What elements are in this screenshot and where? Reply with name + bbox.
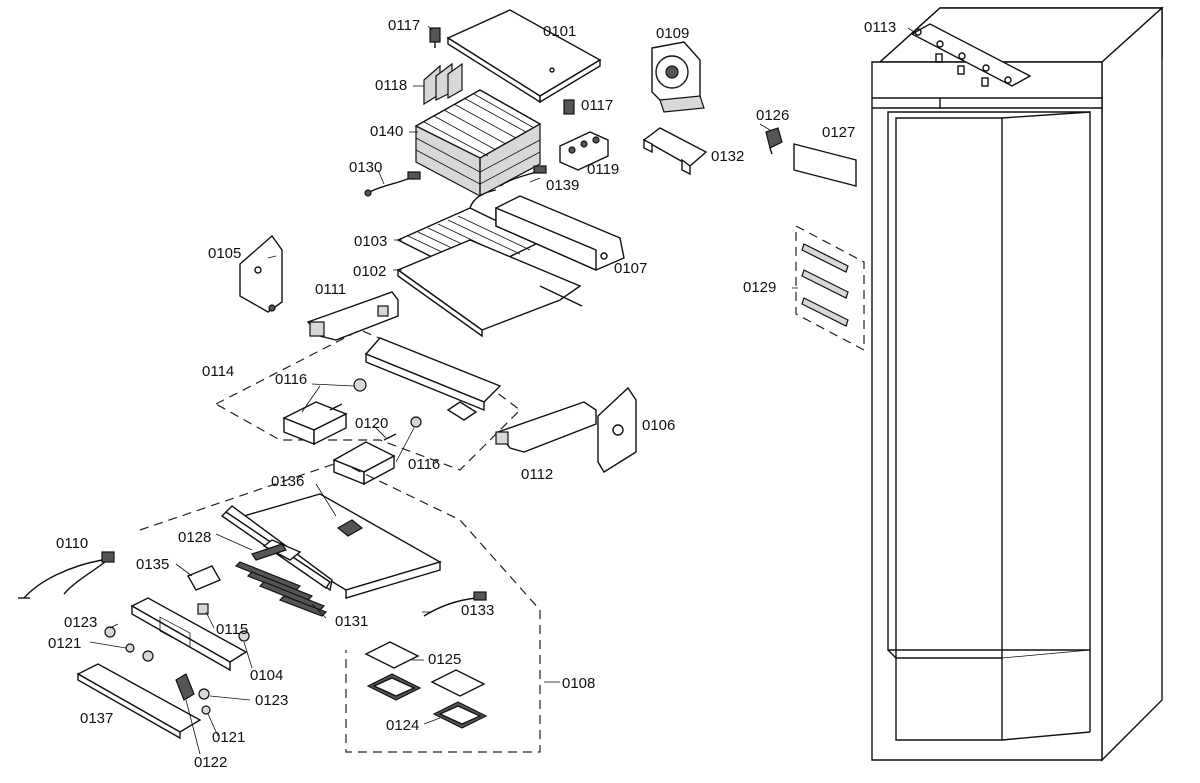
part-label: 0110 [56,535,88,552]
part-label: 0129 [743,279,776,296]
part-label: 0106 [642,417,675,434]
part-label: 0105 [208,245,241,262]
part-label: 0116 [408,456,440,473]
drip-tray [396,239,583,338]
lower-right-rail [495,401,597,453]
part-label: 0114 [202,363,234,380]
terminal-block [559,131,609,171]
part-label: 0123 [255,692,288,709]
part-label: 0108 [562,675,595,692]
part-label: 0121 [212,729,245,746]
part-label: 0117 [581,97,613,114]
leader-lines [89,25,915,755]
part-labels: 0117 0101 0109 0113 0118 0117 0140 0126 … [48,17,896,771]
part-label: 0133 [461,602,494,619]
control-housing-group [214,329,521,486]
part-label: 0103 [354,233,387,250]
part-label: 0107 [614,260,647,277]
part-label: 0119 [587,161,619,178]
part-label: 0117 [388,17,420,34]
part-label: 0131 [335,613,368,630]
part-label: 0102 [353,263,386,280]
heater-clip [423,62,463,106]
part-label: 0130 [349,159,382,176]
sensor-wire-left [364,171,421,197]
part-label: 0116 [275,371,307,388]
part-label: 0122 [194,754,227,771]
screw-top [429,27,441,48]
part-label: 0111 [315,281,346,298]
part-label: 0101 [543,23,576,40]
part-label: 0128 [178,529,211,546]
door-clip [765,127,783,155]
part-label: 0135 [136,556,169,573]
part-label: 0139 [546,177,579,194]
part-label: 0118 [375,77,407,94]
evaporator-cover [446,9,602,104]
part-label: 0113 [864,19,896,36]
part-label: 0126 [756,107,789,124]
part-label: 0124 [386,717,419,734]
part-label: 0125 [428,651,461,668]
part-label: 0127 [822,124,855,141]
evaporator-coil [414,89,542,197]
left-bracket [239,234,283,313]
control-panel-group [76,461,541,753]
part-label: 0120 [355,415,388,432]
part-label: 0136 [271,473,304,490]
cover-plate [793,143,857,187]
top-hinge-bracket [910,23,1032,87]
part-label: 0112 [521,466,553,483]
guide-rails [795,225,865,351]
part-label: 0140 [370,123,403,140]
upper-left-rail [306,291,399,341]
air-duct [495,195,625,272]
right-bracket [597,386,637,473]
part-label: 0104 [250,667,283,684]
refrigerator-cabinet [871,6,1164,762]
part-label: 0123 [64,614,97,631]
air-duct-handle [642,127,708,176]
part-label: 0121 [48,635,81,652]
part-label: 0132 [711,148,744,165]
part-label: 0109 [656,25,689,42]
part-label: 0115 [216,621,248,638]
part-label: 0137 [80,710,113,727]
fan-motor [651,41,705,113]
screw-mid [563,99,575,115]
sensor-wire-right [499,165,547,187]
wire-harness [18,551,115,599]
